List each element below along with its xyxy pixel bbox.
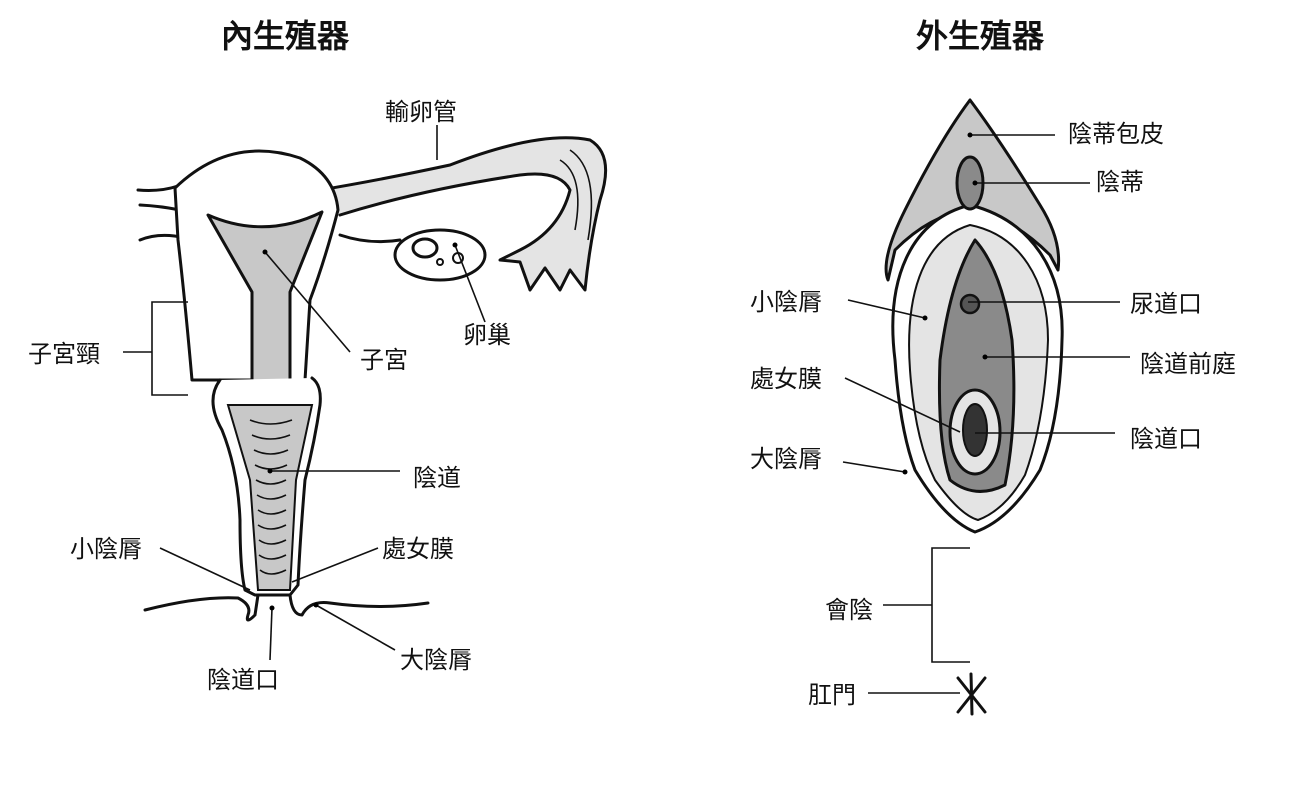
leader-dot: [902, 469, 908, 475]
external-leader-lines: [842, 132, 1130, 694]
left-tube: [136, 184, 180, 192]
internal-title: 內生殖器: [221, 17, 350, 55]
label-vagina: 陰道: [413, 464, 461, 492]
leader-vaginal-opening-internal: [269, 607, 273, 661]
label-vaginal-opening-internal: 陰道口: [207, 666, 279, 694]
label-fallopian-tube: 輸卵管: [385, 98, 457, 126]
leader-dot: [262, 249, 268, 255]
label-labia-minora-internal: 小陰脣: [70, 535, 142, 563]
external-organs-illustration: [884, 98, 1064, 716]
leader-uterus: [264, 251, 351, 353]
leader-dot: [922, 315, 928, 321]
anus-shape: [956, 672, 987, 716]
leader-hymen-internal: [291, 547, 379, 583]
leader-dot: [452, 242, 458, 248]
label-uterus: 子宮: [360, 346, 408, 374]
external-title: 外生殖器: [916, 17, 1045, 55]
leader-dot: [972, 180, 978, 186]
leader-ovary: [454, 244, 486, 323]
ovary-shape: [393, 228, 487, 282]
label-clitoris: 陰蒂: [1096, 168, 1144, 196]
vaginal-canal: [226, 404, 314, 591]
leader-dot: [267, 468, 273, 474]
leader-dot: [967, 132, 973, 138]
label-cervix: 子宮頸: [28, 340, 100, 368]
vaginal-opening-shape: [962, 403, 988, 457]
label-vestibule: 陰道前庭: [1140, 350, 1236, 378]
fallopian-tube-folds: [559, 149, 593, 241]
ovarian-follicle: [411, 237, 439, 259]
label-perineum: 會陰: [825, 596, 873, 624]
label-vaginal-opening-external: 陰道口: [1130, 425, 1202, 453]
label-labia-majora-external: 大陰脣: [750, 445, 822, 473]
left-tube-lower-edge: [138, 203, 182, 212]
vulva-outline: [143, 593, 430, 622]
label-ovary: 卵巢: [463, 321, 511, 349]
urethral-opening-shape: [959, 293, 981, 315]
leader-dot: [982, 354, 988, 360]
leader-dot: [313, 602, 319, 608]
leader-labia-minora-external: [847, 299, 926, 319]
label-hymen-internal: 處女膜: [382, 535, 454, 563]
leader-dot: [269, 605, 275, 611]
perineum-bracket: [931, 547, 970, 663]
label-labia-minora-external: 小陰脣: [750, 288, 822, 316]
internal-leader-lines: [123, 125, 486, 661]
leader-labia-majora-internal: [315, 604, 396, 651]
cervix-bracket: [151, 301, 188, 396]
ovarian-follicle: [436, 258, 444, 266]
leader-labia-majora-external: [842, 461, 906, 473]
label-labia-majora-internal: 大陰脣: [400, 646, 472, 674]
ovarian-ligament: [338, 233, 402, 244]
fallopian-tube: [318, 136, 608, 292]
label-anus: 肛門: [808, 681, 856, 709]
leader-hymen-external: [844, 377, 961, 433]
internal-organs-illustration: [136, 136, 608, 622]
leader-labia-minora-internal: [159, 547, 251, 591]
label-clitoral-hood: 陰蒂包皮: [1068, 120, 1164, 148]
label-hymen-external: 處女膜: [750, 365, 822, 393]
label-urethral-opening: 尿道口: [1130, 290, 1202, 318]
